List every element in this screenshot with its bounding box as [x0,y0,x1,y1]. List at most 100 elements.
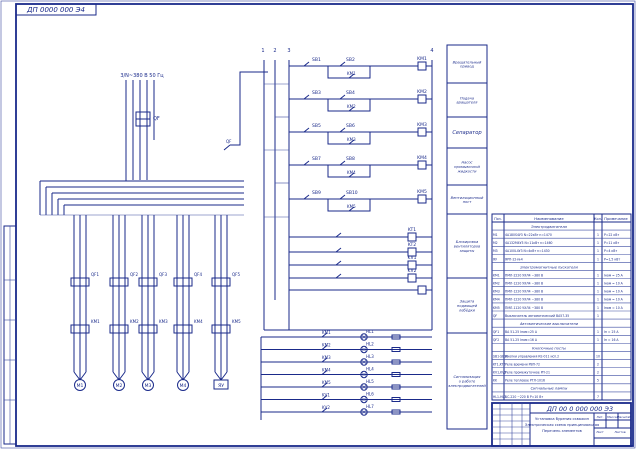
elements-table-cell-name: Выключатель автоматический ВА57-35 [505,314,569,318]
elements-table-cell-note: Р=11 кВт [604,241,619,245]
signal-lamp-label-1: HL1 [366,329,374,334]
signal-lamp-7 [360,408,368,416]
elements-table-cell-name: ПМЛ-2220 УХЛ4 ~380 В [505,273,543,277]
contactor-symbol-1 [70,324,90,334]
elements-table-cell-pos: KM3 [493,290,500,294]
function-box-label-3: Сепаратор [452,130,482,136]
coil-3 [417,127,427,137]
elements-table-section-title: Сигнальные лампы [531,387,568,391]
elements-table-cell-note: Iном = 10 А [604,282,624,286]
holding-contact-label-2: KM2 [347,104,356,109]
stop-button-label-5: SB9 [312,190,321,196]
lamp-resistor-1 [391,334,401,340]
lamp-resistor-2 [391,347,401,352]
elements-table-cell-name: ПМЛ-1220 УХЛ4 ~380 В [505,298,543,302]
signal-lamp-label-2: HL2 [366,342,374,347]
lamp-contact-3 [318,357,328,363]
power-bus: 3/N~380 В 50 Гц [120,73,164,180]
contactor-label-1: KM1 [91,319,100,324]
relay-label-2: KT2 [408,242,416,248]
start-contact-4 [336,160,346,166]
elements-table-cell-name: ЯРП-22-№4 [505,257,523,261]
holding-contact-5 [345,206,355,212]
elements-table-cell-qty: 1 [597,290,599,294]
elements-table-cell-note: Iном = 10 А [604,290,624,294]
stop-button-label-2: SB3 [312,90,321,96]
contactor-symbol-2 [109,324,129,334]
elements-table-row: Электромагнитные пускатели [492,262,631,269]
title-line-3: Перечень элементов [542,429,582,433]
holding-contact-label-1: KM1 [347,71,356,76]
relay-rung-1: KT1 [289,227,432,242]
lamp-resistor-4 [391,372,401,377]
rail-label-2: 2 [273,48,276,54]
coil-label-5: KM5 [417,189,427,195]
elements-table-cell-note: Iном = 10 А [604,298,624,302]
stop-button-label-3: SB5 [312,123,321,129]
title-line-2: Электрическая схема принципиальная [525,423,599,427]
signal-lamp-6 [360,395,368,404]
title-sheet-label: Лист [596,430,604,434]
contactor-label-4: KM4 [194,319,203,324]
title-sheets-label: Листов [614,430,625,434]
signal-lamp-4 [360,370,368,379]
elements-table-section-title: Автоматические выключатели [519,322,579,326]
rail-label-3: 3 [287,48,290,54]
elements-table-cell-name: Реле тепловое РТЛ-1016 [505,379,545,383]
control-feed-label: QF [226,139,232,144]
relay-contact-1 [332,232,342,238]
elements-table-cell-qty: 2 [597,362,599,366]
signal-lamp-label-7: HL7 [366,404,374,409]
motor-symbol-1 [74,379,86,391]
coil-label-2: KM2 [417,89,427,95]
stop-contact-1 [300,61,310,67]
main-switch-label: QF [153,116,160,122]
relay-contact-2 [332,247,342,253]
motor-symbol-2 [113,379,125,391]
relay-coil-3 [407,260,417,270]
lamp-contact-label-7: KV2 [322,405,330,410]
coil-1 [417,61,427,71]
elements-table-cell-qty: 1 [597,298,599,302]
contactor-label-5: KM5 [232,319,241,324]
elements-table-cell-qty: 5 [597,379,599,383]
stop-button-label-1: SB1 [312,57,321,63]
elements-table-cell-name: Реле промежуточное РП-21 [505,371,550,375]
start-button-label-1: SB2 [346,57,355,63]
contactor-symbol-4 [173,324,193,334]
breaker-symbol-4 [173,277,193,287]
elements-table-cell-pos: KV1,KV2 [493,371,506,375]
elements-table-cell-qty: 2 [597,371,599,375]
holding-contact-3 [345,139,355,145]
breaker-label-1: QF1 [91,272,99,277]
elements-table-section-title: Электродвигатели [530,225,567,229]
elements-table-cell-qty: 1 [597,273,599,277]
coil-4 [417,160,427,170]
motor-label-4: M4 [180,383,187,389]
elements-table-cell-pos: QF2 [493,338,499,342]
holding-contact-4 [345,172,355,178]
